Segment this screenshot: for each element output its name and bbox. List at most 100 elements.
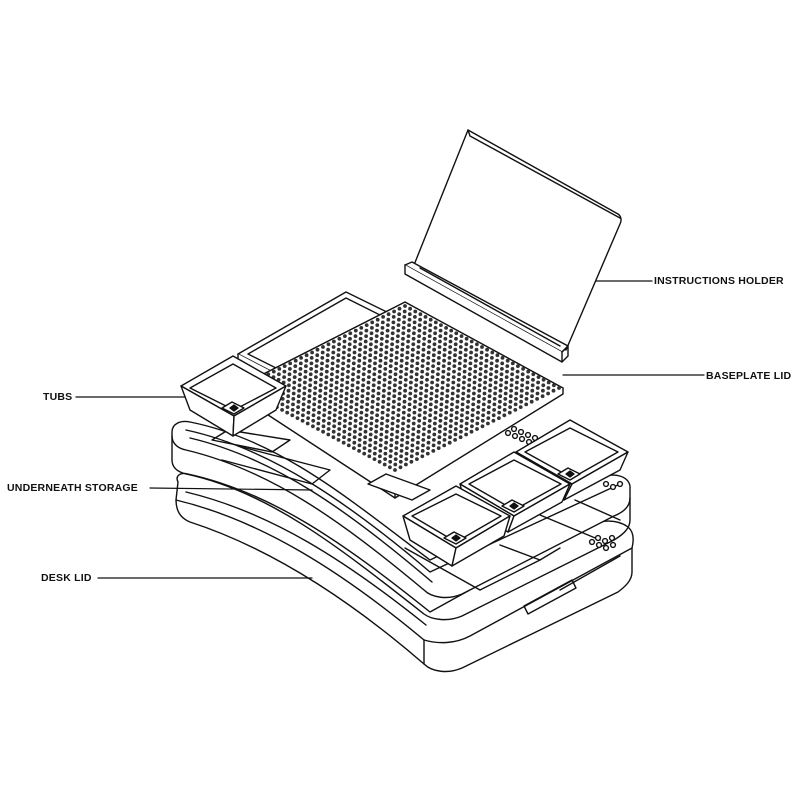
baseplate-stud	[320, 356, 325, 360]
baseplate-stud	[395, 429, 400, 434]
baseplate-stud	[358, 347, 362, 352]
baseplate-stud	[364, 323, 369, 327]
baseplate-stud	[374, 418, 379, 423]
baseplate-stud	[373, 435, 378, 440]
baseplate-stud	[465, 416, 469, 420]
baseplate-stud	[358, 336, 363, 341]
baseplate-stud	[342, 435, 346, 440]
baseplate-stud	[373, 356, 378, 360]
baseplate-stud	[304, 353, 309, 358]
baseplate-stud	[372, 372, 377, 377]
baseplate-stud	[446, 383, 450, 388]
baseplate-stud	[441, 369, 446, 374]
baseplate-stud	[460, 408, 465, 412]
baseplate-stud	[546, 386, 551, 390]
baseplate-stud	[433, 416, 438, 420]
baseplate-stud	[453, 353, 457, 358]
baseplate-stud	[465, 405, 470, 409]
baseplate-stud	[329, 383, 334, 388]
baseplate-stud	[392, 399, 396, 404]
baseplate-stud	[342, 350, 346, 355]
baseplate-stud	[369, 416, 374, 420]
baseplate-stud	[385, 334, 390, 338]
baseplate-stud	[421, 358, 425, 363]
baseplate-stud	[454, 416, 459, 420]
baseplate-stud	[395, 435, 399, 440]
baseplate-stud	[485, 347, 489, 352]
baseplate-stud	[499, 372, 504, 377]
baseplate-stud	[454, 336, 458, 341]
baseplate-stud	[407, 312, 412, 317]
baseplate-stud	[380, 320, 385, 325]
baseplate-stud	[396, 413, 401, 418]
leader-lines	[75, 280, 705, 579]
baseplate-stud	[503, 397, 508, 401]
baseplate-stud	[458, 350, 463, 355]
baseplate-stud	[442, 353, 447, 358]
baseplate-stud	[336, 358, 340, 363]
baseplate-stud	[350, 377, 355, 382]
baseplate-stud	[296, 405, 300, 409]
baseplate-stud	[435, 383, 440, 388]
baseplate-stud	[411, 421, 416, 426]
baseplate-stud	[411, 342, 416, 347]
baseplate-stud	[372, 377, 376, 382]
baseplate-stud	[464, 432, 468, 437]
baseplate-stud	[454, 331, 459, 336]
baseplate-stud	[380, 410, 385, 415]
baseplate-stud	[319, 367, 324, 371]
baseplate-stud	[344, 397, 349, 401]
baseplate-stud	[287, 372, 292, 377]
baseplate-stud	[373, 440, 378, 445]
baseplate-stud	[426, 446, 430, 450]
baseplate-stud	[487, 405, 491, 409]
baseplate-stud	[286, 388, 291, 393]
baseplate-stud	[396, 334, 400, 338]
baseplate-stud	[321, 418, 326, 423]
baseplate-stud	[424, 388, 429, 393]
baseplate-stud	[378, 443, 383, 448]
baseplate-stud	[390, 331, 395, 336]
baseplate-stud	[409, 459, 414, 464]
baseplate-stud	[392, 388, 397, 393]
baseplate-stud	[472, 391, 476, 396]
baseplate-stud	[434, 394, 439, 399]
baseplate-stud	[358, 421, 363, 426]
baseplate-stud	[306, 410, 311, 415]
baseplate-stud	[288, 361, 293, 366]
baseplate-stud	[468, 356, 473, 360]
baseplate-stud	[331, 429, 336, 434]
baseplate-stud	[422, 331, 427, 336]
baseplate-stud	[371, 383, 376, 388]
baseplate-stud	[315, 347, 320, 352]
baseplate-stud	[514, 397, 518, 401]
baseplate-stud	[391, 326, 395, 330]
baseplate-stud	[322, 408, 327, 412]
baseplate-stud	[333, 408, 337, 412]
baseplate-stud	[319, 372, 324, 377]
baseplate-stud	[449, 408, 454, 412]
baseplate-stud	[402, 399, 407, 404]
baseplate-stud	[395, 339, 400, 344]
baseplate-stud	[412, 416, 416, 420]
baseplate-stud	[422, 416, 427, 420]
baseplate-stud	[366, 391, 370, 396]
baseplate-stud	[363, 440, 367, 445]
baseplate-stud	[433, 331, 437, 336]
baseplate-stud	[388, 364, 393, 368]
baseplate-stud	[285, 410, 290, 415]
baseplate-stud	[440, 386, 445, 390]
baseplate-stud	[389, 438, 394, 442]
baseplate-stud	[417, 334, 421, 338]
baseplate-stud	[473, 375, 477, 379]
baseplate-stud	[367, 364, 372, 368]
baseplate-stud	[343, 334, 347, 338]
baseplate-stud	[357, 364, 361, 368]
baseplate-stud	[345, 386, 349, 390]
baseplate-stud	[467, 383, 471, 388]
baseplate-stud	[375, 408, 380, 412]
baseplate-stud	[484, 364, 488, 368]
baseplate-stud	[323, 386, 328, 390]
baseplate-stud	[529, 399, 534, 404]
baseplate-stud	[398, 465, 403, 470]
